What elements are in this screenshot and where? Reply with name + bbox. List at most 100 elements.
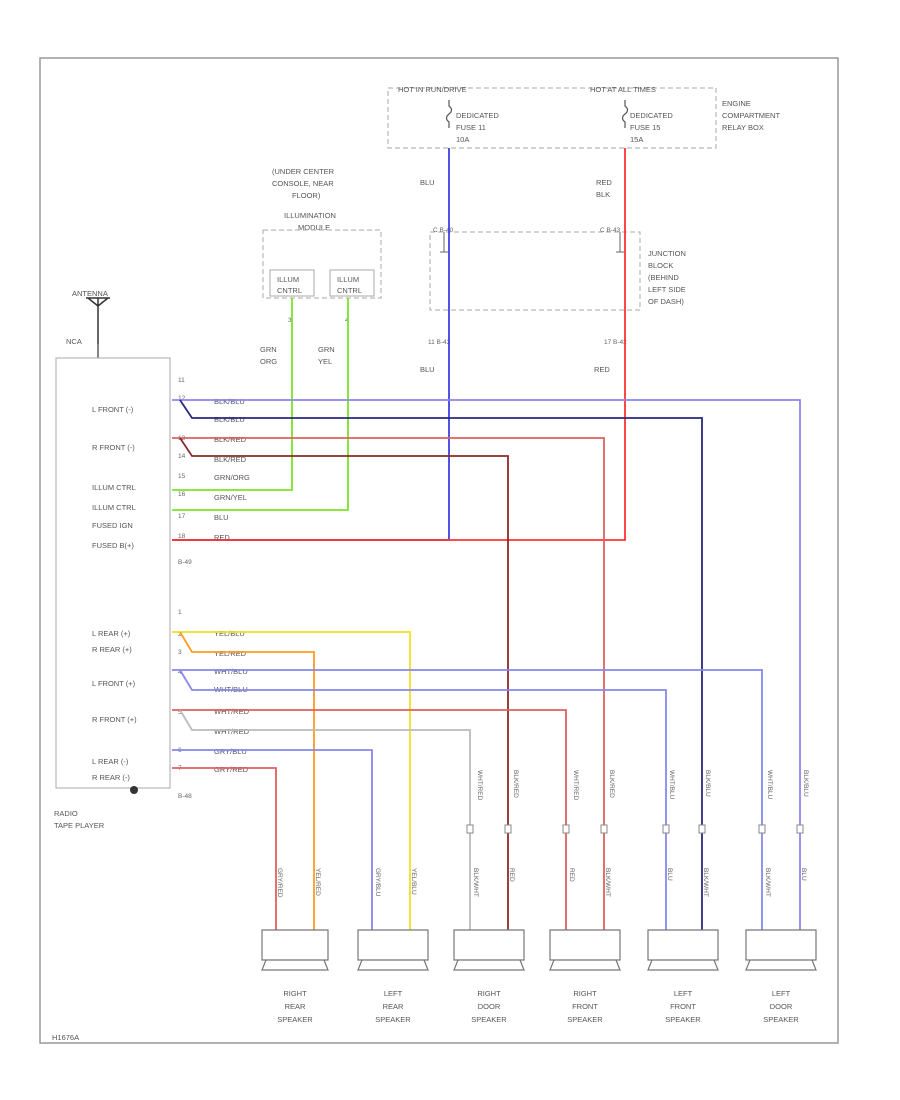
wire-gry-red: [172, 767, 277, 915]
fuse-11-icon: [445, 100, 453, 128]
svg-text:MODULE: MODULE: [298, 223, 330, 232]
wire-yel-red: [179, 631, 315, 915]
speaker-left-rear: LEFT REAR SPEAKER: [357, 929, 429, 1024]
connector-mark-icon: [600, 824, 608, 834]
speaker-right-rear: RIGHT REAR SPEAKER: [261, 929, 329, 1024]
wire-wht-blu-b: [179, 669, 667, 790]
svg-text:REAR: REAR: [285, 1002, 306, 1011]
svg-text:BLK/WHT: BLK/WHT: [604, 868, 611, 897]
svg-text:LEFT: LEFT: [674, 989, 693, 998]
svg-text:BLU: BLU: [420, 365, 435, 374]
svg-text:YEL/RED: YEL/RED: [314, 868, 321, 896]
svg-text:BLU: BLU: [800, 868, 807, 881]
connector-mark-icon: [796, 824, 804, 834]
speaker-icon: [647, 929, 719, 971]
svg-text:ORG: ORG: [260, 357, 277, 366]
wire-grn-yel: [172, 298, 349, 511]
svg-text:11: 11: [178, 377, 185, 384]
svg-text:WHT/BLU: WHT/BLU: [766, 770, 773, 800]
svg-text:17 B-42: 17 B-42: [604, 339, 627, 346]
svg-text:L FRONT (+): L FRONT (+): [92, 679, 136, 688]
wire-wht-blu-a: [172, 669, 763, 790]
svg-text:WHT/BLU: WHT/BLU: [214, 667, 248, 676]
svg-text:COMPARTMENT: COMPARTMENT: [722, 111, 780, 120]
svg-text:BLU: BLU: [666, 868, 673, 881]
svg-text:C B-43: C B-43: [600, 227, 621, 234]
svg-text:4: 4: [345, 317, 349, 324]
speaker-icon: [549, 929, 621, 971]
ground-dot-icon: [130, 786, 138, 794]
svg-text:ILLUM: ILLUM: [337, 275, 359, 284]
svg-text:RIGHT: RIGHT: [283, 989, 307, 998]
svg-text:BLK/WHT: BLK/WHT: [702, 868, 709, 897]
svg-text:BLK/BLU: BLK/BLU: [214, 415, 245, 424]
svg-text:RED: RED: [214, 533, 230, 542]
svg-text:RED: RED: [568, 868, 575, 882]
svg-text:GRY/BLU: GRY/BLU: [374, 868, 381, 897]
svg-text:2: 2: [178, 631, 182, 638]
svg-text:DOOR: DOOR: [770, 1002, 793, 1011]
svg-text:ILLUMINATION: ILLUMINATION: [284, 211, 336, 220]
wire-blk-red-b: [179, 437, 509, 790]
svg-text:FUSE 15: FUSE 15: [630, 123, 660, 132]
svg-text:R REAR (+): R REAR (+): [92, 645, 132, 654]
svg-text:ILLUM CTRL: ILLUM CTRL: [92, 503, 136, 512]
svg-text:ENGINE: ENGINE: [722, 99, 751, 108]
speaker-icon: [357, 929, 429, 971]
speaker-icon: [453, 929, 525, 971]
connector-mark-icon: [698, 824, 706, 834]
svg-text:10A: 10A: [456, 135, 469, 144]
speaker-wire-labels: WHT/RED BLK/RED WHT/RED BLK/RED WHT/BLU …: [276, 770, 809, 898]
svg-text:DOOR: DOOR: [478, 1002, 501, 1011]
speaker-icon: [261, 929, 329, 971]
footer-code: H1676A: [52, 1033, 79, 1042]
wire-gry-blu: [172, 749, 373, 915]
svg-text:SPEAKER: SPEAKER: [763, 1015, 799, 1024]
svg-text:12: 12: [178, 395, 186, 402]
wire-blk-red-a: [172, 437, 605, 790]
svg-text:1: 1: [178, 609, 182, 616]
svg-text:CNTRL: CNTRL: [337, 286, 362, 295]
svg-text:ILLUM: ILLUM: [277, 275, 299, 284]
svg-text:L REAR (-): L REAR (-): [92, 757, 129, 766]
svg-text:RED: RED: [596, 178, 612, 187]
svg-text:SPEAKER: SPEAKER: [471, 1015, 507, 1024]
svg-text:B-49: B-49: [178, 559, 192, 566]
svg-text:BLK/RED: BLK/RED: [214, 435, 247, 444]
svg-text:CNTRL: CNTRL: [277, 286, 302, 295]
fuse-15-icon: [621, 100, 629, 128]
svg-text:WHT/RED: WHT/RED: [214, 727, 250, 736]
svg-text:BLK/BLU: BLK/BLU: [214, 397, 245, 406]
svg-text:YEL/RED: YEL/RED: [214, 649, 247, 658]
svg-text:BLK/RED: BLK/RED: [512, 770, 519, 798]
connector-mark-icon: [504, 824, 512, 834]
svg-text:C B-40: C B-40: [433, 227, 454, 234]
svg-text:B-48: B-48: [178, 793, 192, 800]
svg-text:TAPE PLAYER: TAPE PLAYER: [54, 821, 105, 830]
svg-text:DEDICATED: DEDICATED: [630, 111, 673, 120]
svg-text:4: 4: [178, 669, 182, 676]
svg-text:LEFT: LEFT: [384, 989, 403, 998]
svg-text:YEL/BLU: YEL/BLU: [410, 868, 417, 895]
junction-right-connector-icon: [616, 232, 624, 253]
svg-text:BLK/RED: BLK/RED: [214, 455, 247, 464]
svg-text:BLU: BLU: [420, 178, 435, 187]
svg-text:SPEAKER: SPEAKER: [375, 1015, 411, 1024]
svg-text:FRONT: FRONT: [670, 1002, 696, 1011]
svg-text:WHT/BLU: WHT/BLU: [668, 770, 675, 800]
svg-text:FUSED B(+): FUSED B(+): [92, 541, 134, 550]
svg-text:RELAY BOX: RELAY BOX: [722, 123, 764, 132]
connector-mark-icon: [562, 824, 570, 834]
diagram-frame: [39, 57, 839, 1044]
svg-text:HOT AT ALL TIMES: HOT AT ALL TIMES: [590, 85, 656, 94]
wire-wht-red-a: [172, 709, 567, 790]
svg-text:RIGHT: RIGHT: [573, 989, 597, 998]
wire-blk-blu-a: [172, 399, 801, 790]
svg-text:15: 15: [178, 473, 186, 480]
svg-text:R FRONT (-): R FRONT (-): [92, 443, 135, 452]
svg-text:GRN: GRN: [260, 345, 277, 354]
svg-text:LEFT: LEFT: [772, 989, 791, 998]
wire-group: [172, 148, 804, 930]
svg-text:BLK/WHT: BLK/WHT: [764, 868, 771, 897]
